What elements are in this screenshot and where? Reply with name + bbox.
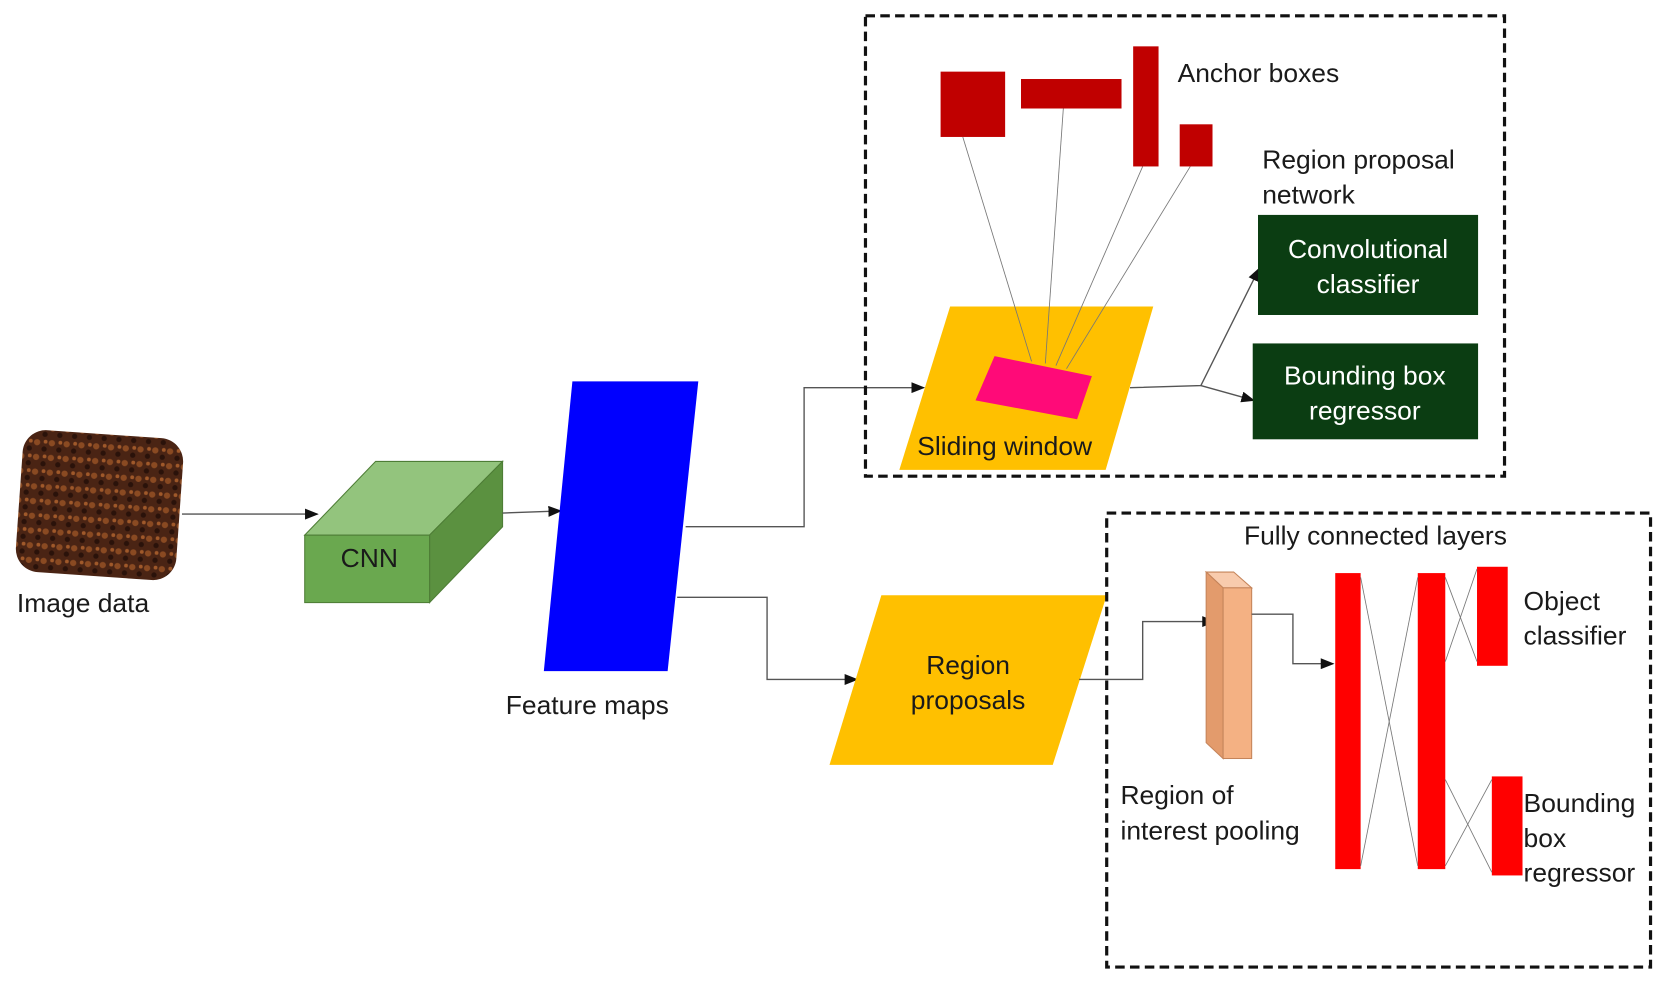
sliding-window-rect [975, 356, 1092, 420]
rpn-bbox-regressor-box [1252, 343, 1479, 440]
fc-bbox-regressor-line3: regressor [1524, 858, 1636, 888]
fully-connected-label: Fully connected layers [1244, 521, 1507, 551]
arrow-roi-to-fc [1251, 613, 1335, 670]
anchor-boxes-label: Anchor boxes [1178, 58, 1340, 88]
cnn-label: CNN [341, 543, 398, 573]
arrow-features-to-region-proposals [677, 596, 859, 685]
fc-connection-lines [1360, 568, 1493, 873]
cnn-block [303, 460, 504, 604]
anchor-box-square [940, 71, 1006, 137]
fc-group-box [1105, 511, 1653, 969]
fc-bbox-regressor-line1: Bounding [1524, 788, 1636, 818]
anchor-box-tall [1133, 46, 1159, 167]
rpn-group-box [863, 14, 1507, 478]
rpn-bbox-regressor-line1: Bounding box [1284, 361, 1446, 391]
anchor-projection-lines [962, 108, 1191, 369]
image-data-label: Image data [17, 588, 150, 618]
object-classifier-line1: Object [1524, 586, 1601, 616]
roi-label-line2: interest pooling [1120, 816, 1299, 846]
arrow-features-to-sliding-window [685, 382, 926, 528]
bbox-regressor-layer [1491, 776, 1523, 876]
arrow-proposals-to-roi [1079, 616, 1217, 681]
object-classifier-line2: classifier [1524, 621, 1627, 651]
anchor-box-wide [1021, 79, 1122, 109]
fc-layer-2 [1417, 573, 1446, 870]
region-proposals-line1: Region [926, 650, 1010, 680]
sliding-window-label: Sliding window [917, 431, 1093, 461]
fc-bbox-regressor-line2: box [1524, 823, 1567, 853]
object-classifier-layer [1477, 566, 1508, 666]
fc-layer-1 [1335, 573, 1361, 870]
input-image [15, 430, 184, 581]
rpn-label-line1: Region proposal [1262, 145, 1455, 175]
conv-classifier-line1: Convolutional [1288, 234, 1448, 264]
rpn-bbox-regressor-line2: regressor [1309, 395, 1421, 425]
anchor-box-small [1179, 124, 1213, 167]
conv-classifier-box [1258, 214, 1479, 315]
arrow-cnn-to-features [502, 505, 563, 517]
roi-label-line1: Region of [1120, 780, 1234, 810]
roi-pooling-block [1204, 570, 1254, 760]
rpn-label-line2: network [1262, 179, 1355, 209]
feature-maps-block [543, 381, 699, 672]
feature-maps-label: Feature maps [506, 690, 669, 720]
region-proposals-line2: proposals [911, 685, 1026, 715]
conv-classifier-line2: classifier [1317, 269, 1420, 299]
arrow-to-bbox-regressor [1200, 384, 1256, 403]
arrow-to-conv-classifier [1129, 267, 1260, 389]
region-proposals-block [829, 595, 1107, 765]
